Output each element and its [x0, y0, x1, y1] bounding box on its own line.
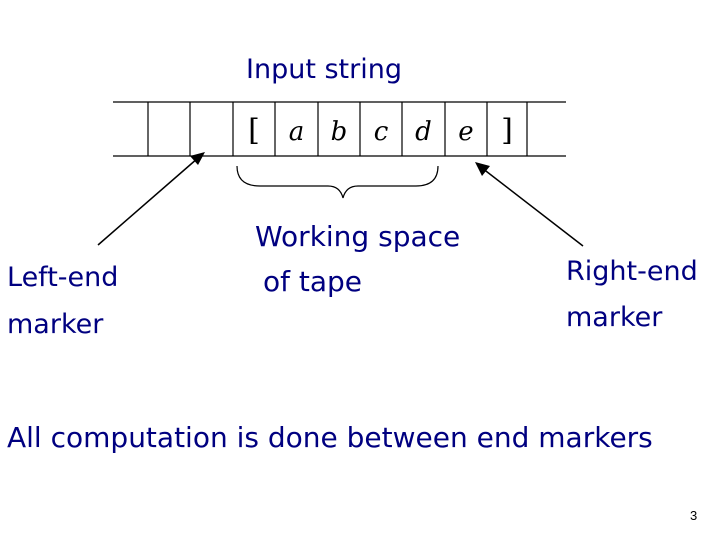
right-end-marker-symbol: ]: [501, 113, 513, 148]
tape-symbol: b: [331, 117, 348, 147]
page-number: 3: [690, 508, 698, 523]
left-end-marker-symbol: [: [248, 113, 260, 148]
working-space-brace: [236, 165, 439, 199]
tape-symbol: d: [415, 117, 432, 147]
right-end-marker-label: Right-end marker: [566, 249, 698, 341]
left-end-line-1: Left-end: [7, 262, 119, 293]
left-end-line-2: marker: [7, 309, 104, 340]
tape-symbol: e: [458, 117, 473, 147]
tape-symbol: c: [374, 117, 389, 147]
right-end-arrow: [475, 162, 584, 247]
left-end-marker-label: Left-end marker: [7, 254, 118, 348]
right-end-line-1: Right-end: [566, 256, 698, 287]
input-string-label: Input string: [246, 54, 403, 85]
right-end-line-2: marker: [566, 302, 663, 333]
left-end-arrow: [97, 152, 205, 246]
tape-symbol: a: [289, 117, 305, 147]
working-space-line-1: Working space: [255, 220, 461, 253]
caption: All computation is done between end mark…: [7, 421, 653, 454]
working-space-line-2: of tape: [263, 265, 363, 298]
working-space-label: Working space of tape: [255, 214, 460, 304]
